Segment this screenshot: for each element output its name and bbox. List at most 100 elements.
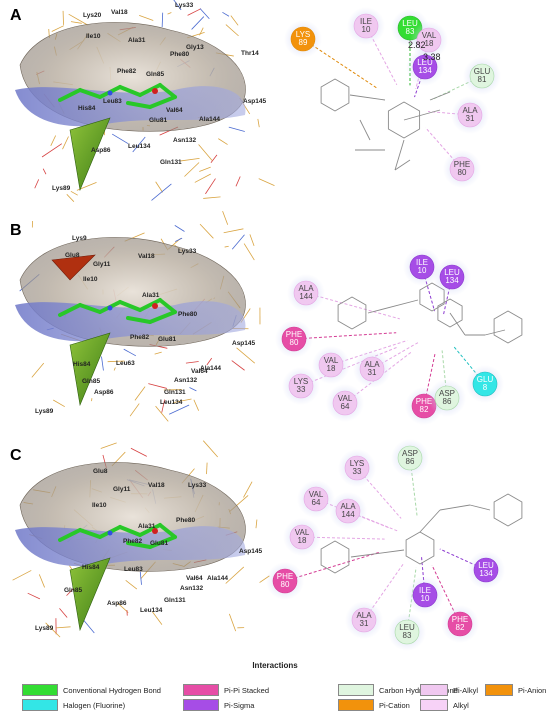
residue-stick xyxy=(199,223,214,239)
residue-label-3d: Gln131 xyxy=(164,389,186,396)
residue-stick xyxy=(243,243,255,261)
residue-stick xyxy=(27,592,41,600)
residue-label-3d: Ala31 xyxy=(128,37,146,44)
residue-node-label: 83 xyxy=(403,631,412,640)
residue-label-3d: Ile10 xyxy=(92,502,107,509)
residue-node-label: LEU xyxy=(444,268,460,277)
residue-label-3d: Phe80 xyxy=(178,311,198,318)
residue-label-3d: Val18 xyxy=(138,253,155,260)
residue-node-label: 64 xyxy=(312,498,321,507)
residue-stick xyxy=(191,16,205,30)
residue-stick xyxy=(125,580,138,590)
residue-node-label: VAL xyxy=(422,31,437,40)
residue-stick xyxy=(139,14,154,21)
residue-stick xyxy=(59,608,68,618)
residue-label-3d: Leu63 xyxy=(116,360,135,367)
residue-node-label: ILE xyxy=(360,17,372,26)
residue-node-label: 18 xyxy=(327,364,336,373)
residue-label-3d: Val64 xyxy=(166,107,183,114)
residue-stick xyxy=(236,347,256,364)
residue-node-label: VAL xyxy=(295,528,310,537)
residue-stick xyxy=(199,166,211,172)
residue-stick xyxy=(180,157,200,162)
residue-label-3d: Ile10 xyxy=(86,33,101,40)
legend-item-pi-anion: Pi-Anion xyxy=(485,684,546,696)
residue-label-3d: Glu81 xyxy=(149,117,167,124)
residue-node-label: PHE xyxy=(452,615,468,624)
residue-node-label: LEU xyxy=(399,623,415,632)
residue-node-label: 86 xyxy=(443,397,452,406)
residue-label-3d: Phe82 xyxy=(130,334,150,341)
residue-stick xyxy=(249,234,255,246)
legend-item-pi-pi: Pi-Pi Stacked xyxy=(183,684,269,696)
ligand-2d xyxy=(320,78,451,171)
residue-node-label: LEU xyxy=(417,58,433,67)
residue-stick xyxy=(172,398,192,403)
legend-swatch xyxy=(183,684,219,696)
residue-stick xyxy=(45,622,61,638)
residue-stick xyxy=(68,13,88,26)
ligand-3d xyxy=(58,298,177,324)
interaction-line xyxy=(423,352,436,407)
residue-stick xyxy=(187,8,202,16)
residue-node-label: LEU xyxy=(402,19,418,28)
residue-label-3d: Lys33 xyxy=(188,482,207,489)
residue-node-label: 89 xyxy=(299,38,308,47)
residue-stick xyxy=(169,404,190,415)
residue-stick xyxy=(225,566,245,584)
legend-label: Halogen (Fluorine) xyxy=(63,700,126,710)
residue-stick xyxy=(66,194,75,202)
residue-stick xyxy=(258,178,275,187)
residue-node-label: ALA xyxy=(462,106,478,115)
residue-label-3d: Phe80 xyxy=(170,51,190,58)
legend-label: Pi-Pi Stacked xyxy=(224,685,270,695)
residue-label-3d: His84 xyxy=(82,564,100,571)
panel-b-3d: Lys9Glu8Gly11Ile10Val18Lys33Ala31Phe80Ph… xyxy=(10,210,261,422)
residue-label-3d: Lys89 xyxy=(35,625,54,632)
legend-swatch xyxy=(22,699,58,711)
residue-label-3d: Glu81 xyxy=(150,540,168,547)
bond-distance-label: 3.38 xyxy=(423,52,441,62)
residue-stick xyxy=(174,237,183,242)
residue-node-label: 10 xyxy=(418,266,427,275)
residue-stick xyxy=(203,196,221,199)
legend-swatch xyxy=(485,684,513,696)
residue-stick xyxy=(111,133,129,144)
residue-label-3d: Ala31 xyxy=(138,523,156,530)
residue-stick xyxy=(161,399,166,413)
residue-stick xyxy=(231,360,245,371)
residue-stick xyxy=(184,162,200,177)
legend-item-conventional-h: Conventional Hydrogen Bond xyxy=(22,684,161,696)
residue-stick xyxy=(199,27,204,36)
residue-stick xyxy=(129,403,140,417)
residue-label-3d: Val18 xyxy=(111,9,128,16)
residue-label-3d: Lys89 xyxy=(35,408,54,415)
residue-node-label: 82 xyxy=(420,405,429,414)
residue-node-label: 144 xyxy=(341,510,355,519)
residue-stick xyxy=(70,21,82,24)
residue-label-3d: Phe82 xyxy=(117,68,137,75)
residue-stick xyxy=(257,118,260,128)
residue-node-label: 33 xyxy=(297,385,306,394)
residue-node-label: LYS xyxy=(296,30,311,39)
residue-stick xyxy=(34,179,40,189)
residue-node-label: ASP xyxy=(439,389,455,398)
residue-stick xyxy=(173,0,182,11)
residue-node-label: 134 xyxy=(445,276,459,285)
legend-label: Pi-Anion xyxy=(518,685,547,695)
hydrophobic-surface xyxy=(15,526,246,567)
residue-label-3d: Asp145 xyxy=(239,548,263,555)
residue-node-label: 33 xyxy=(353,467,362,476)
residue-label-3d: Asn132 xyxy=(174,377,198,384)
residue-label-3d: Ala144 xyxy=(207,575,228,582)
residue-node-label: 82 xyxy=(456,623,465,632)
residue-label-3d: Lys89 xyxy=(52,185,71,192)
residue-stick xyxy=(225,24,239,37)
residue-stick xyxy=(41,143,63,158)
